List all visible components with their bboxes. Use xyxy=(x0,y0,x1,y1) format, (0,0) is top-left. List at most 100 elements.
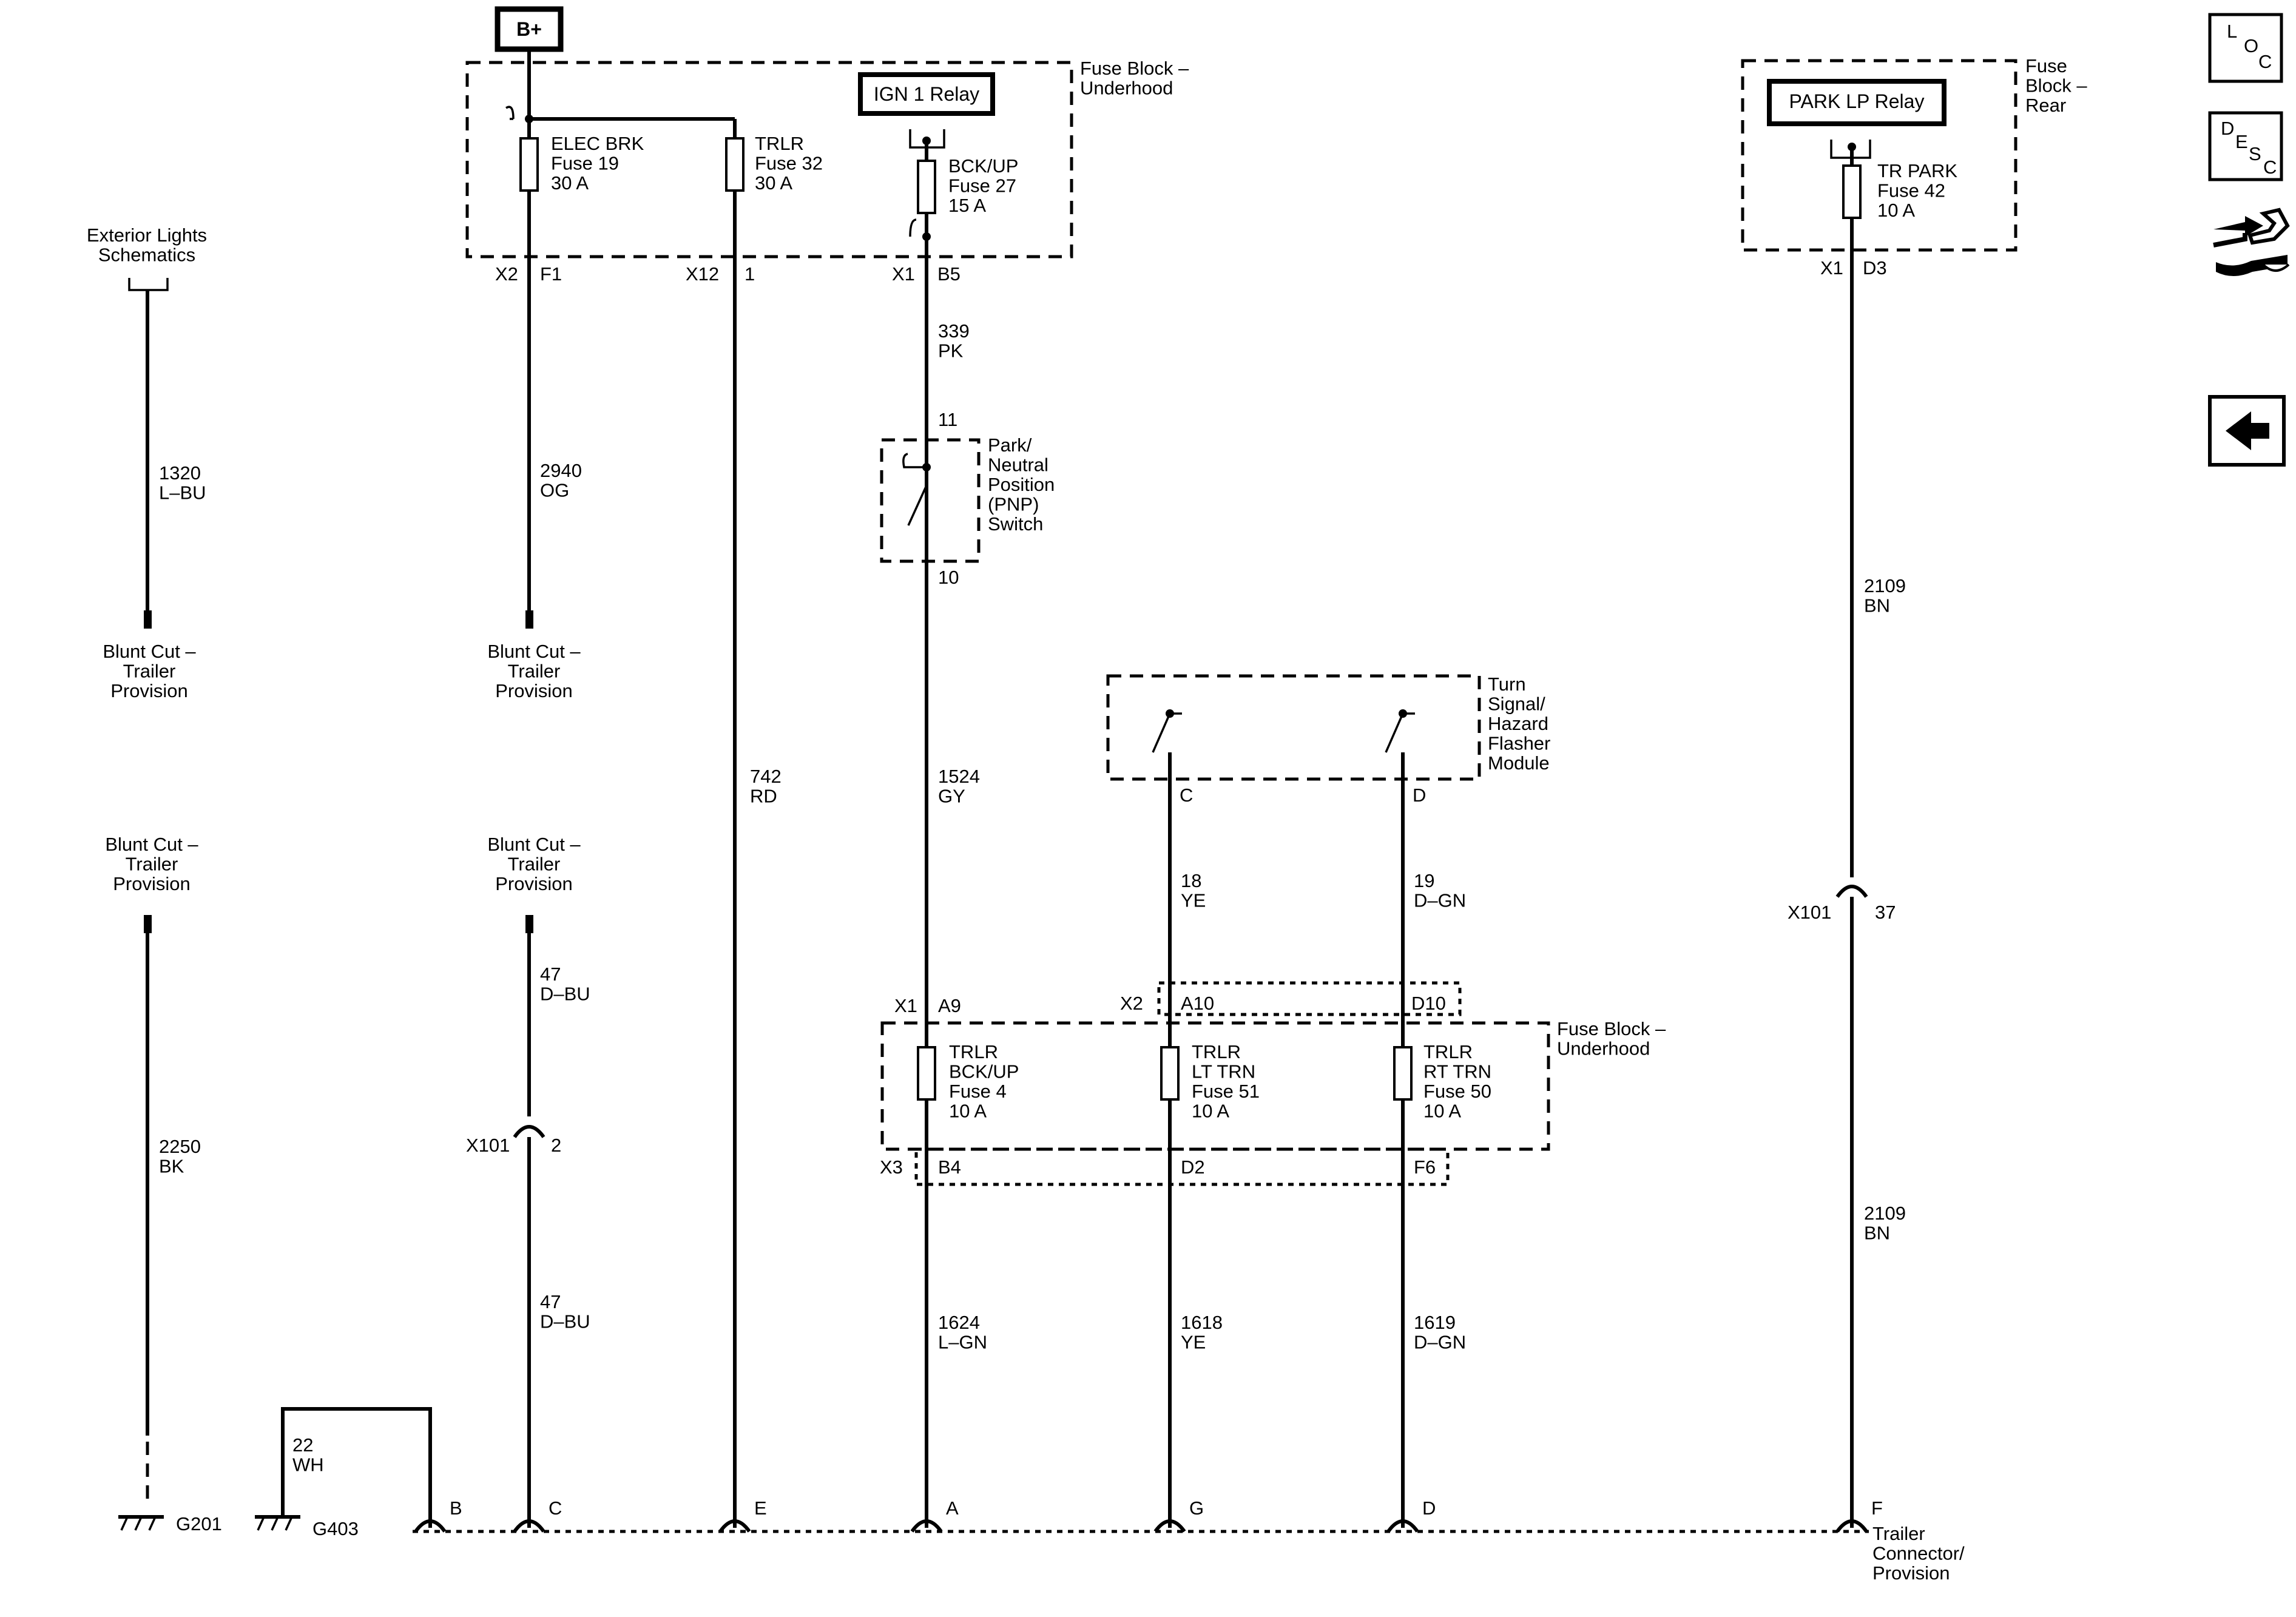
conn-x1-rear: X1 xyxy=(1820,257,1843,279)
pin-10: 10 xyxy=(938,567,959,588)
trailer-pin-label: D xyxy=(1422,1497,1436,1519)
conn-c: C xyxy=(1180,785,1193,806)
blunt-cut-2940 xyxy=(525,610,533,629)
conn-x101-left: X101 xyxy=(466,1135,510,1156)
fuse-trlr-rt-trn-50 xyxy=(1393,1046,1413,1101)
loc-letter-c: C xyxy=(2258,51,2272,72)
conn-f6: F6 xyxy=(1414,1156,1436,1178)
conn-d: D xyxy=(1413,785,1426,806)
park-lp-relay-label: PARK LP Relay xyxy=(1789,90,1925,112)
ground-g403-icon xyxy=(255,1515,300,1531)
conn-37: 37 xyxy=(1875,902,1896,923)
back-button[interactable] xyxy=(2208,395,2286,467)
conn-d10: D10 xyxy=(1411,993,1446,1014)
back-arrow-icon xyxy=(2226,411,2269,450)
ign1-relay-label: IGN 1 Relay xyxy=(874,83,979,105)
trailer-pin-label: A xyxy=(946,1497,959,1519)
conn-b5: B5 xyxy=(937,263,961,285)
desc-letter-s: S xyxy=(2249,143,2261,164)
trailer-pin-terminal xyxy=(414,1519,447,1533)
blunt-cut-2250 xyxy=(144,915,152,933)
trailer-pin-label: C xyxy=(549,1497,562,1519)
trailer-pin-terminal xyxy=(910,1519,943,1533)
ground-g403-label: G403 xyxy=(312,1518,359,1539)
fuse-trlr-32 xyxy=(725,137,745,192)
desc-letter-c: C xyxy=(2263,157,2277,178)
conn-x3: X3 xyxy=(880,1156,903,1178)
fuse-elec-brk xyxy=(519,137,539,192)
fuse-trlr-bck-up-4 xyxy=(917,1046,936,1101)
ground-g201-icon xyxy=(118,1515,164,1531)
ground-g201-label: G201 xyxy=(176,1513,222,1534)
trailer-pin-label: E xyxy=(754,1497,767,1519)
trailer-pin-label: G xyxy=(1189,1497,1204,1519)
fuse-block-rear xyxy=(1741,59,2017,252)
fuse-bck-up-27 xyxy=(917,160,936,214)
conn-x1-lower: X1 xyxy=(894,995,917,1016)
trailer-pin-terminal xyxy=(718,1519,751,1533)
conn-2: 2 xyxy=(551,1135,561,1156)
conn-d3: D3 xyxy=(1863,257,1887,279)
trailer-pin-terminal xyxy=(1153,1519,1186,1533)
fuse-block-underhood-label-2: Fuse Block –Underhood xyxy=(1557,1018,1666,1059)
fuse-block-underhood-label: Fuse Block –Underhood xyxy=(1080,58,1189,99)
trailer-pin-terminal xyxy=(513,1519,545,1533)
fuse-tr-park-42 xyxy=(1842,164,1862,219)
conn-b4: B4 xyxy=(938,1156,961,1178)
connector-wrench-icon[interactable] xyxy=(2213,208,2290,276)
desc-letter-e: E xyxy=(2235,131,2248,152)
conn-x1: X1 xyxy=(892,263,915,285)
loc-letter-l: L xyxy=(2227,21,2237,42)
loc-button[interactable]: L O C xyxy=(2208,13,2283,83)
turn-signal-module-box xyxy=(1106,674,1481,781)
x3-connector-outline xyxy=(914,1147,1450,1186)
conn-a10: A10 xyxy=(1181,993,1214,1014)
pin-11: 11 xyxy=(938,409,957,430)
desc-button[interactable]: D E S C xyxy=(2208,111,2283,181)
blunt-cut-1320 xyxy=(144,610,152,629)
x2-connector-outline xyxy=(1157,981,1462,1016)
conn-x2-lower: X2 xyxy=(1120,993,1143,1014)
loc-letter-o: O xyxy=(2244,35,2258,56)
trailer-pin-label: F xyxy=(1871,1497,1883,1519)
pnp-switch-box xyxy=(880,438,981,563)
conn-x12: X12 xyxy=(686,263,719,285)
conn-x2: X2 xyxy=(495,263,518,285)
trailer-pin-terminal xyxy=(1835,1519,1868,1533)
ign1-relay-box xyxy=(858,72,995,116)
conn-x101-right: X101 xyxy=(1788,902,1831,923)
b-plus-label: B+ xyxy=(516,18,542,40)
trailer-pin-terminal xyxy=(1386,1519,1419,1533)
desc-letter-d: D xyxy=(2221,118,2234,139)
